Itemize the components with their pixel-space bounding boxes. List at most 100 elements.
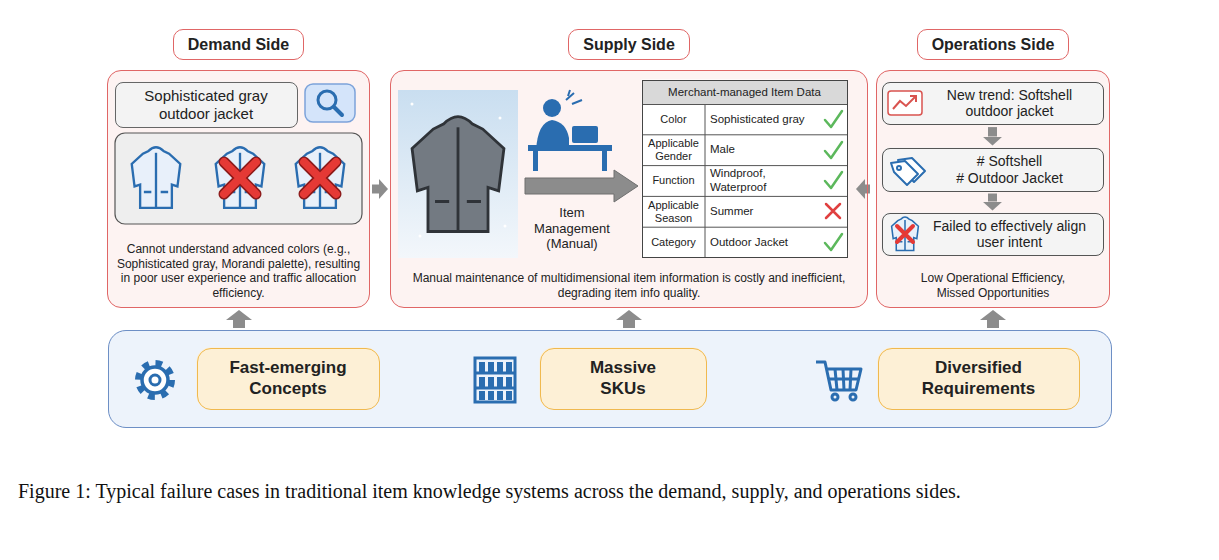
table-grid: [642, 134, 848, 135]
flow-arrow: [372, 185, 379, 194]
flow-arrow: [623, 320, 635, 328]
shelf-icon: [479, 391, 485, 400]
table-grid: [705, 104, 706, 258]
worker-icon: [572, 126, 598, 143]
label-holder: Applicable Season: [643, 196, 704, 227]
shelf-icon: [488, 362, 494, 372]
jacket-photo: [412, 117, 504, 232]
side-heading: Demand Side: [173, 29, 304, 60]
side-description: Manual maintenance of multidimensional i…: [395, 271, 863, 300]
worker-icon: [533, 151, 538, 171]
cart-icon: [816, 362, 861, 400]
jacket-results: [115, 133, 362, 224]
failed-jacket-icon: [892, 217, 919, 250]
table-cell-attribute: Color: [660, 113, 686, 126]
process-arrow: [525, 170, 638, 202]
box-text: Diversified Requirements: [907, 358, 1051, 399]
check-mark: [825, 234, 842, 250]
challenge-box-fill: [878, 348, 1080, 410]
tag-icon: [891, 158, 925, 185]
shelf-icon: [497, 391, 503, 400]
gear-icon: [138, 363, 172, 397]
table-grid: [642, 104, 848, 258]
jacket-photo: [419, 235, 422, 238]
label-holder: Sophisticated gray: [710, 104, 818, 135]
flow-arrow: [988, 127, 997, 136]
side-panel-fill: [876, 70, 1110, 308]
gear-icon: [150, 375, 160, 385]
gear-icon: [138, 363, 172, 397]
table-header: Merchant-managed Item Data: [643, 81, 847, 105]
shelf-icon: [497, 362, 503, 372]
check-mark: [825, 111, 842, 127]
jacket-results: [296, 147, 345, 208]
box-text: Fast-emerging Concepts: [226, 358, 351, 399]
jacket-results: [115, 133, 362, 224]
challenge-box-fill: [540, 348, 707, 410]
jacket-results: [132, 147, 181, 208]
table-cell-attribute: Applicable Season: [645, 199, 702, 225]
side-panel: Supply SideManual maintenance of multidi…: [390, 70, 868, 308]
cross-mark: [826, 204, 840, 218]
label-holder: Function: [643, 166, 704, 197]
shelf-icon: [479, 377, 485, 387]
check-mark: [825, 142, 842, 158]
trend-box-fill: [882, 82, 1104, 126]
jacket-photo: [398, 90, 518, 258]
challenge-band-fill: [108, 330, 1112, 428]
worker-icon: [543, 99, 561, 117]
shelf-icon: [497, 377, 503, 387]
trend-box: New trend: Softshell outdoor jacket: [882, 82, 1104, 126]
search-query-box-fill: [115, 82, 298, 128]
side-heading: Supply Side: [568, 29, 690, 60]
challenge-box-fill: [197, 348, 380, 410]
jacket-photo: [411, 103, 414, 106]
cart-icon: [829, 369, 858, 390]
worker-icon: [602, 151, 607, 171]
table-cell-value: Summer: [710, 205, 753, 219]
worker-icon: [528, 90, 612, 171]
box-text: # Outdoor Jacket: [956, 170, 1063, 187]
shelf-icon: [506, 377, 512, 387]
shelf-icon: [488, 391, 494, 400]
box-text: # Softshell: [977, 153, 1042, 170]
label-holder: Male: [710, 135, 818, 166]
trend-icon: [893, 97, 915, 109]
table-cell-value: Male: [710, 143, 735, 157]
check-mark: [825, 172, 842, 188]
side-panel: Demand SideCannot understand advanced co…: [107, 70, 370, 308]
jacket-photo: [499, 117, 502, 120]
item-data-table-fill: [642, 80, 848, 258]
process-arrow: [525, 170, 638, 202]
side-description: Cannot understand advanced colors (e.g.,…: [112, 242, 365, 300]
trend-icon: [910, 96, 916, 102]
jacket-photo: [398, 90, 518, 258]
side-heading: Operations Side: [917, 29, 1070, 60]
failure-box: Failed to effectively align user intent: [882, 213, 1104, 257]
label-holder: Outdoor Jacket: [710, 227, 818, 258]
jacket-results: [216, 147, 265, 208]
challenge-band: Fast-emerging Concepts Massive SKUs Divers…: [108, 330, 1112, 428]
gear-icon: [142, 367, 168, 393]
box-text: Failed to effectively align user intent: [931, 218, 1089, 252]
step-label: Item Management (Manual): [527, 205, 617, 252]
shelf-icon: [506, 391, 512, 400]
box-text: Sophisticated gray outdoor jacket: [134, 87, 279, 123]
table-cell-attribute: Applicable Gender: [645, 137, 702, 163]
table-cell-value: Windproof, Waterproof: [710, 167, 818, 195]
side-panel-fill: [107, 70, 370, 308]
label-holder: Color: [643, 104, 704, 135]
table-cell-attribute: Function: [652, 174, 694, 187]
shelf-icon: [479, 362, 485, 372]
tag-box: # Softshell# Outdoor Jacket: [882, 148, 1104, 192]
label-holder: Category: [643, 227, 704, 258]
table-grid: [642, 196, 848, 197]
reject-cross: [304, 162, 336, 194]
tag-icon: [891, 161, 918, 185]
flow-arrow: [233, 320, 245, 328]
failed-jacket-icon: [892, 217, 919, 250]
challenge-box: Diversified Requirements: [878, 348, 1080, 410]
magnifier-button: [305, 84, 355, 122]
box-text: Massive SKUs: [569, 358, 678, 399]
